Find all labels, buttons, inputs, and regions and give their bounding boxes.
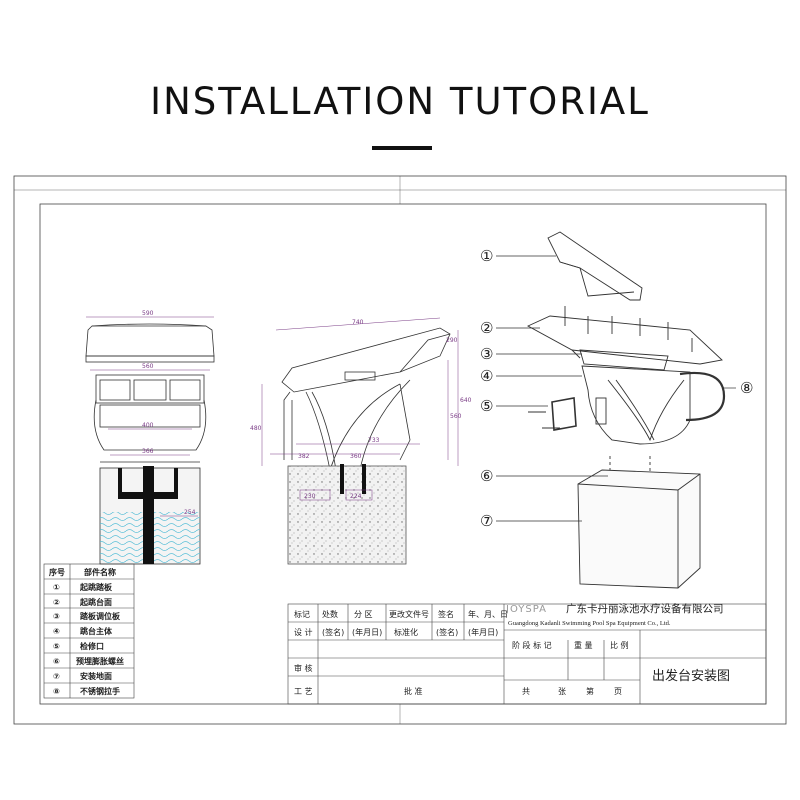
front-view xyxy=(85,316,215,565)
exploded-view xyxy=(526,231,726,589)
dim-590: 590 xyxy=(142,310,154,317)
parts-row-6-name: 预埋膨胀螺丝 xyxy=(76,656,124,666)
tb-standard-sign: (签名) xyxy=(436,627,458,637)
front-view-dimensions: 590 560 400 366 254 xyxy=(142,310,196,516)
side-view-dimensions: 740 290 733 480 560 640 382 360 230 224 xyxy=(250,319,472,500)
parts-row-6-index: ⑥ xyxy=(53,657,60,666)
drawing-name: 出发台安装图 xyxy=(652,668,730,684)
parts-table: 序号 部件名称 ① 起跳踏板 ② 起跳台面 ③ 踏板调位板 ④ 跳台主体 ⑤ 检… xyxy=(43,563,135,699)
parts-header-index: 序号 xyxy=(49,567,65,577)
parts-row-4-index: ④ xyxy=(53,627,60,636)
callout-labels: ① ② ③ ④ ⑤ ⑥ ⑦ ⑧ xyxy=(480,247,753,530)
dim-733: 733 xyxy=(368,437,380,444)
tb-standard: 标准化 xyxy=(394,627,418,637)
parts-row-5-index: ⑤ xyxy=(53,642,60,651)
tb-total: 共 xyxy=(522,687,530,696)
parts-row-3-index: ③ xyxy=(53,612,60,621)
dim-560: 560 xyxy=(450,413,462,420)
parts-row-8-name: 不锈钢拉手 xyxy=(80,686,120,696)
tb-sheets: 张 xyxy=(558,687,566,696)
tb-weight: 重 量 xyxy=(574,640,593,650)
tb-change-doc: 更改文件号 xyxy=(389,609,429,619)
tb-design-sign: (签名) xyxy=(322,627,344,637)
brand-name: JOYSPA xyxy=(505,604,547,615)
tb-process: 工 艺 xyxy=(294,687,313,696)
parts-row-7-name: 安装地面 xyxy=(80,671,112,681)
dim-254: 254 xyxy=(184,509,196,516)
parts-header-name: 部件名称 xyxy=(84,567,116,577)
dim-360: 360 xyxy=(350,453,362,460)
parts-row-2-index: ② xyxy=(53,598,60,607)
tb-design: 设 计 xyxy=(294,627,313,637)
callout-5: ⑤ xyxy=(480,397,493,415)
tb-zone: 分 区 xyxy=(354,610,373,619)
parts-row-3-name: 踏板调位板 xyxy=(80,611,121,621)
page-title: INSTALLATION TUTORIAL xyxy=(150,80,650,123)
tb-date: 年、月、日 xyxy=(468,609,508,619)
tb-review: 审 核 xyxy=(294,663,313,673)
dim-480: 480 xyxy=(250,425,262,432)
side-view xyxy=(261,317,459,565)
tb-approve: 批 准 xyxy=(404,686,423,696)
parts-row-4-name: 跳台主体 xyxy=(80,626,113,636)
tb-standard-date: (年月日) xyxy=(468,627,498,637)
dim-560: 560 xyxy=(142,363,154,370)
tb-sheet-no: 第 xyxy=(586,686,594,696)
parts-row-2-name: 起跳台面 xyxy=(79,597,112,607)
callout-8: ⑧ xyxy=(740,379,753,397)
tb-scale: 比 例 xyxy=(610,640,629,650)
dim-230: 230 xyxy=(304,493,316,500)
dim-290: 290 xyxy=(446,337,458,344)
dim-400: 400 xyxy=(142,422,154,429)
title-underline xyxy=(372,146,432,150)
company-name-cn: 广东卡丹丽泳池水疗设备有限公司 xyxy=(566,602,724,615)
tb-count: 处数 xyxy=(322,609,338,619)
parts-row-1-index: ① xyxy=(53,583,60,592)
company-name-en: Guangdong Kadanli Swimming Pool Spa Equi… xyxy=(508,620,671,627)
title-block: 标记 处数 分 区 更改文件号 签名 年、月、日 设 计 (签名) (年月日) … xyxy=(287,602,767,705)
tb-page: 页 xyxy=(614,687,622,696)
parts-row-8-index: ⑧ xyxy=(53,687,60,696)
tb-sign: 签名 xyxy=(438,609,454,619)
callout-6: ⑥ xyxy=(480,467,493,485)
tb-mark: 标记 xyxy=(294,609,310,619)
dim-224: 224 xyxy=(350,493,362,500)
parts-row-5-name: 检修口 xyxy=(80,641,104,651)
parts-row-7-index: ⑦ xyxy=(53,672,60,681)
dim-640: 640 xyxy=(460,397,472,404)
callout-2: ② xyxy=(480,319,493,337)
callout-7: ⑦ xyxy=(480,512,493,530)
tb-stage-mark: 阶 段 标 记 xyxy=(512,640,552,650)
callout-leaders xyxy=(496,255,736,522)
parts-row-1-name: 起跳踏板 xyxy=(79,582,113,592)
dim-366: 366 xyxy=(142,448,154,455)
callout-3: ③ xyxy=(480,345,493,363)
callout-4: ④ xyxy=(480,367,493,385)
callout-1: ① xyxy=(480,247,493,265)
tb-design-date: (年月日) xyxy=(352,627,382,637)
dim-382: 382 xyxy=(298,453,310,460)
dim-740: 740 xyxy=(352,319,364,326)
